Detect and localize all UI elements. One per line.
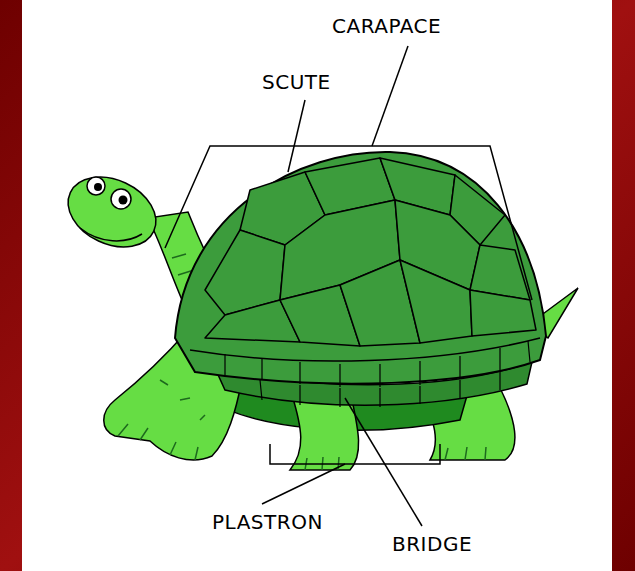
pupil (94, 183, 102, 191)
part-label: SCUTE (262, 70, 331, 94)
eye (87, 177, 105, 195)
scute-leader (288, 100, 305, 172)
scute-pattern (205, 158, 536, 346)
head (57, 164, 167, 261)
toe-lines (445, 447, 486, 460)
carapace-leader (372, 46, 408, 146)
part-label: CARAPACE (332, 14, 441, 38)
marginal-dividers (225, 341, 530, 387)
marginal-border (190, 338, 540, 361)
carapace-bracket (165, 146, 532, 300)
carapace-shell (175, 152, 546, 384)
bridge-leader (345, 398, 422, 526)
plastron-bracket (270, 444, 440, 464)
part-label: PLASTRON (212, 510, 323, 534)
leader-lines (165, 46, 532, 526)
pupil (119, 196, 128, 205)
eye (111, 189, 131, 209)
part-label: BRIDGE (392, 532, 472, 556)
plastron-leader (262, 464, 345, 504)
front-right-leg (290, 395, 359, 470)
leg-marks (118, 380, 205, 460)
mouth (80, 228, 142, 241)
white-panel (22, 0, 612, 571)
